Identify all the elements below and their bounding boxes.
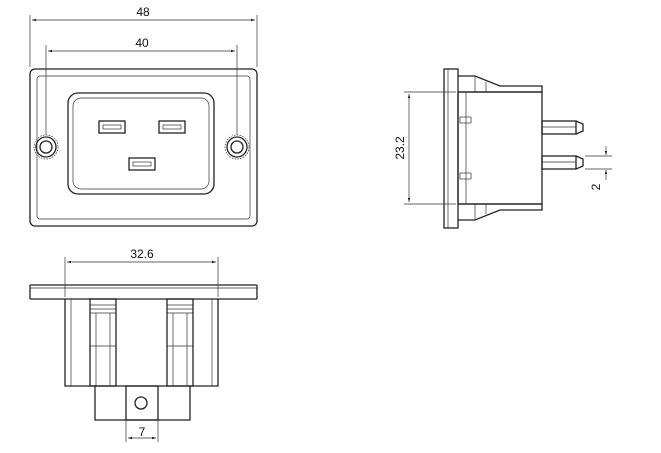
dimension-overall-width: 48	[29, 5, 258, 67]
terminal-left	[89, 298, 117, 387]
flange-inner	[36, 75, 251, 220]
overall-width-label: 48	[136, 5, 150, 19]
clip-bottom	[458, 203, 543, 221]
side-body	[457, 91, 543, 205]
mounting-screw-left	[33, 134, 59, 160]
side-view: 23.2 2	[393, 68, 612, 229]
socket-face-outer	[67, 92, 215, 195]
hole-spacing-label: 40	[135, 36, 149, 50]
dimension-height: 23.2	[393, 91, 456, 205]
dimension-hole-spacing: 40	[45, 36, 238, 135]
bottom-body	[64, 299, 219, 387]
socket-face-inner	[72, 97, 210, 190]
terminal-right	[166, 298, 194, 387]
front-view: 48 40	[29, 5, 258, 227]
contact-slot-earth	[128, 157, 156, 171]
clip-top	[458, 75, 543, 93]
mounting-screw-right	[224, 134, 250, 160]
contact-slot-right	[158, 120, 186, 134]
bottom-view: 32.6 7	[29, 247, 258, 442]
dimension-tab-width: 7	[125, 420, 159, 442]
height-label: 23.2	[393, 136, 407, 160]
flange-outer	[29, 68, 258, 227]
pin-upper	[541, 120, 584, 135]
dimension-pin-pitch: 2	[585, 146, 612, 190]
body-width-label: 32.6	[130, 247, 154, 261]
pin-lower	[541, 155, 584, 170]
bottom-flange	[29, 284, 258, 300]
earth-block	[94, 386, 191, 421]
contact-slot-left	[98, 120, 126, 134]
dimension-body-width: 32.6	[64, 247, 219, 297]
earth-tab	[125, 385, 159, 421]
tab-width-label: 7	[139, 425, 146, 439]
pin-pitch-label: 2	[589, 183, 603, 190]
